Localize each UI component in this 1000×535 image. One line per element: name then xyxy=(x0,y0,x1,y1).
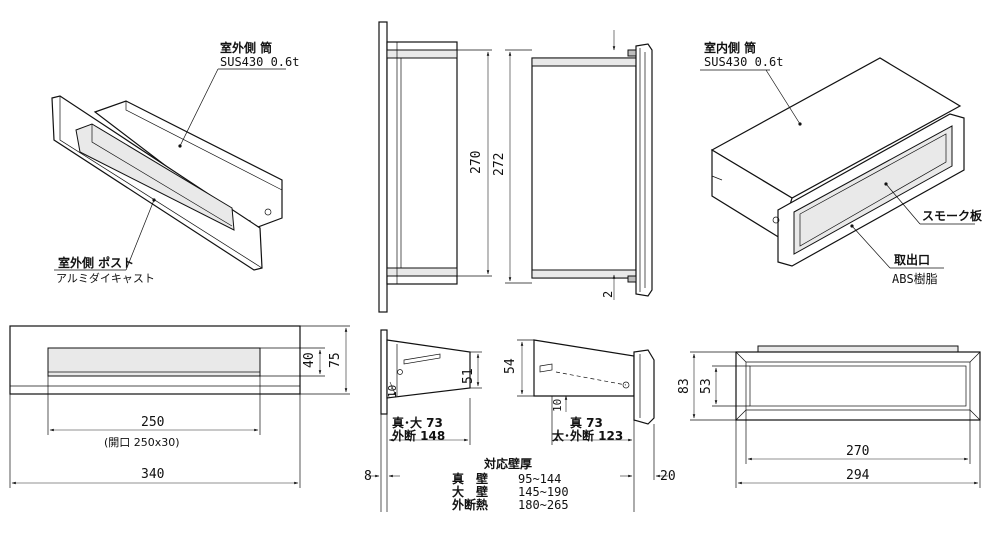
dim-side-10-right: 10 xyxy=(551,399,564,412)
outdoor-post-iso-view xyxy=(51,68,286,271)
indoor-unit-iso-view xyxy=(700,57,975,269)
note-left-1: 真･大 73 xyxy=(392,415,443,430)
label-outlet: 取出口 xyxy=(894,252,930,267)
label-outer-tube: 室外側 筒 xyxy=(220,40,272,55)
dim-front-40: 40 xyxy=(302,352,317,368)
dim-opening: (開口 250x30) xyxy=(104,436,180,449)
front-view xyxy=(9,325,350,488)
mount-side-right xyxy=(517,339,668,512)
dim-front-250: 250 xyxy=(141,415,164,430)
note-right-2: 大･外断 123 xyxy=(552,428,623,443)
side-section-right xyxy=(505,30,653,300)
wall-row-name: 真 壁 xyxy=(452,471,488,486)
label-smoke-plate: スモーク板 xyxy=(922,208,983,223)
wall-row-range: 145~190 xyxy=(518,485,569,499)
back-view xyxy=(690,345,981,488)
wall-row-name: 外断熱 xyxy=(452,497,488,512)
mount-side-left xyxy=(368,329,482,512)
leader-outer-tube xyxy=(179,68,219,147)
leader-outlet xyxy=(851,225,891,269)
label-outer-tube-material: SUS430 0.6t xyxy=(220,55,299,69)
dim-front-340: 340 xyxy=(141,467,164,482)
wall-row-range: 95~144 xyxy=(518,472,561,486)
dim-back-83: 83 xyxy=(677,378,692,394)
dim-side-20: 20 xyxy=(660,469,676,484)
label-inner-tube: 室内側 筒 xyxy=(704,40,756,55)
dim-side-270: 270 xyxy=(469,151,484,174)
dim-side-54: 54 xyxy=(503,358,518,374)
dim-back-270: 270 xyxy=(846,444,869,459)
dim-side-10-left: 10 xyxy=(386,385,399,398)
dim-side-2: 2 xyxy=(601,291,615,298)
dim-back-294: 294 xyxy=(846,468,870,483)
side-section-left xyxy=(378,21,492,313)
note-right-1: 真 73 xyxy=(570,415,603,430)
dim-front-75: 75 xyxy=(328,352,343,368)
wall-thickness-table: 対応壁厚 真 壁 95~144 大 壁 145~190 外断熱 180~265 xyxy=(452,456,569,512)
dim-back-53: 53 xyxy=(699,378,714,394)
wall-row-name: 大 壁 xyxy=(452,484,488,499)
label-inner-tube-material: SUS430 0.6t xyxy=(704,55,783,69)
leader-inner-tube xyxy=(765,69,801,125)
label-outlet-material: ABS樹脂 xyxy=(892,271,938,286)
wall-row-range: 180~265 xyxy=(518,498,569,512)
dim-side-8: 8 xyxy=(364,469,372,484)
label-outer-post-material: アルミダイキャスト xyxy=(56,271,155,285)
leader-smoke-plate xyxy=(885,183,921,225)
dim-side-272: 272 xyxy=(492,153,507,176)
wall-table-title: 対応壁厚 xyxy=(483,456,532,471)
leader-outer-post xyxy=(125,199,155,271)
note-left-2: 外断 148 xyxy=(392,428,445,443)
label-outer-post: 室外側 ポスト xyxy=(58,255,134,270)
dim-side-51: 51 xyxy=(461,368,476,384)
